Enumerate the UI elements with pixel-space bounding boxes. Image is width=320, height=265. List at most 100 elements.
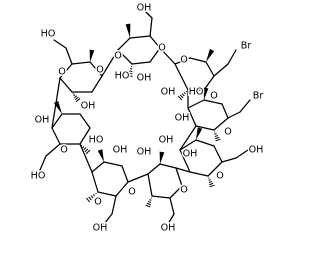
stereo-wedge: [89, 49, 95, 62]
bond: [169, 197, 175, 215]
bond: [101, 49, 119, 77]
oxygen-label: O: [210, 91, 218, 102]
stereo-hash: [128, 72, 133, 75]
bond: [51, 113, 63, 129]
bond: [91, 75, 103, 93]
stereo-hash: [90, 195, 94, 199]
stereo-hash: [214, 133, 217, 135]
bond: [121, 165, 129, 183]
stereo-hash: [74, 96, 79, 101]
stereo-hash: [181, 93, 185, 97]
bond: [53, 39, 67, 49]
stereo-hash: [92, 194, 96, 197]
oxygen-label: O: [224, 127, 232, 138]
bond: [213, 63, 229, 77]
hydroxyl-label: OH: [93, 223, 108, 234]
stereo-hash: [145, 204, 151, 208]
bond: [195, 139, 215, 147]
bromine-label: Br: [241, 41, 252, 52]
stereo-wedge: [97, 149, 104, 162]
stereo-hash: [208, 180, 213, 184]
bond: [59, 63, 73, 79]
bond: [221, 157, 237, 163]
bond: [227, 111, 241, 119]
bond: [117, 49, 133, 65]
bond: [127, 173, 149, 183]
stereo-hash: [82, 146, 85, 149]
bond: [151, 195, 171, 199]
bond: [131, 61, 151, 65]
hydroxyl-label: OH: [161, 223, 176, 234]
stereo-wedge: [159, 151, 165, 164]
hydroxyl-label: OH: [35, 115, 50, 126]
bond: [203, 75, 215, 91]
bond: [143, 9, 153, 19]
stereo-hash: [146, 202, 151, 206]
bond: [203, 99, 223, 105]
bond: [213, 117, 229, 131]
hydroxyl-label: OH: [161, 87, 176, 98]
bond: [89, 61, 103, 77]
stereo-hash: [129, 70, 133, 72]
hydroxyl-label: OH: [137, 73, 152, 84]
bromine-label: Br: [253, 91, 264, 102]
bond: [65, 47, 73, 65]
bond: [159, 47, 176, 65]
stereo-hash: [83, 147, 87, 151]
bond-lines: [39, 9, 251, 225]
bond: [239, 99, 251, 113]
stereo-hash: [88, 196, 92, 201]
bond: [235, 149, 249, 159]
stereo-hash: [72, 92, 74, 95]
stereo-hash: [75, 98, 81, 102]
bond: [175, 167, 183, 187]
oxygen-label: O: [180, 185, 188, 196]
hydroxyl-label: OH: [249, 145, 264, 156]
stereo-wedge: [206, 48, 215, 62]
bond: [149, 35, 161, 49]
bond: [103, 213, 113, 225]
hydroxyl-label: HO: [41, 29, 56, 40]
hydroxyl-label: HO: [189, 87, 204, 98]
stereo-hash: [147, 200, 152, 204]
bond: [39, 155, 47, 171]
stereo-hash: [149, 199, 152, 201]
bond: [159, 163, 177, 169]
stereo-hash: [177, 95, 183, 101]
bond: [179, 139, 197, 151]
stereo-hash: [85, 197, 91, 203]
stereo-hash: [209, 184, 215, 188]
bond: [187, 107, 197, 127]
bond: [117, 37, 131, 51]
hydroxyl-label: OH: [159, 135, 174, 146]
bond: [187, 99, 205, 109]
bond: [189, 171, 209, 177]
hydroxyl-label: OH: [137, 3, 152, 14]
stereo-hash: [214, 134, 219, 138]
bond: [174, 57, 191, 65]
stereo-hash: [95, 192, 97, 195]
hydroxyl-label: OH: [113, 145, 128, 156]
stereo-wedge: [196, 127, 203, 140]
bond: [97, 191, 117, 197]
hydroxyl-label: OH: [137, 147, 152, 158]
bond: [207, 161, 223, 177]
bond: [71, 61, 91, 65]
bond: [79, 113, 91, 129]
stereo-wedges: [53, 23, 221, 208]
bond: [129, 35, 151, 39]
stereo-hash: [209, 182, 214, 186]
stereo-hash: [127, 75, 133, 77]
bond: [79, 143, 93, 173]
bond: [147, 163, 161, 175]
bond: [147, 173, 153, 197]
hydroxyl-label: OH: [81, 101, 96, 112]
bond: [174, 63, 189, 91]
hydroxyl-label: OH: [183, 149, 198, 160]
stereo-hash: [185, 90, 188, 93]
stereo-hash: [84, 148, 89, 153]
bond: [91, 171, 99, 193]
stereo-hash: [183, 92, 186, 95]
bond: [111, 195, 117, 215]
